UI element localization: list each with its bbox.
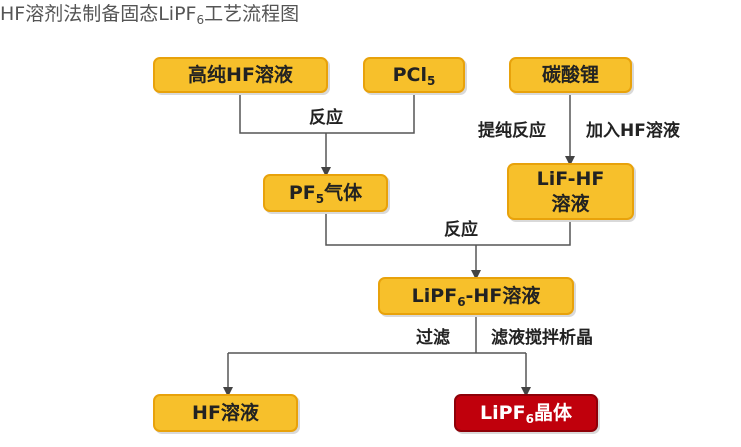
edge-label-add-hf: 加入HF溶液	[586, 121, 680, 141]
edge-label-crystallize: 滤液搅拌析晶	[491, 328, 593, 348]
node-lithium-carbonate: 碳酸锂	[509, 57, 632, 93]
node-high-purity-hf-label: 高纯HF溶液	[188, 63, 293, 86]
node-pf5-gas: PF5气体	[263, 174, 388, 212]
node-lipf6-crystal-label: LiPF6晶体	[480, 401, 572, 426]
node-lipf6-hf-label: LiPF6-HF溶液	[411, 284, 541, 309]
node-lif-hf-line1: LiF-HF	[536, 167, 605, 190]
node-high-purity-hf: 高纯HF溶液	[153, 57, 328, 93]
page-title: HF溶剂法制备固态LiPF6工艺流程图	[0, 3, 300, 27]
edge-label-filter: 过滤	[416, 328, 450, 348]
node-pcl5-label: PCl5	[392, 63, 436, 88]
node-hf-solution: HF溶液	[153, 394, 298, 432]
edge-label-purify-reaction: 提纯反应	[478, 121, 546, 141]
node-lif-hf-line2: 溶液	[551, 192, 590, 215]
node-pf5-gas-label: PF5气体	[288, 181, 363, 206]
node-lipf6-hf-solution: LiPF6-HF溶液	[378, 277, 574, 315]
node-lipf6-crystal: LiPF6晶体	[454, 394, 598, 432]
node-hf-solution-label: HF溶液	[192, 401, 259, 424]
node-pcl5: PCl5	[363, 57, 465, 93]
edge-label-reaction-2: 反应	[444, 220, 478, 240]
node-lif-hf-solution: LiF-HF 溶液	[507, 163, 634, 220]
edge-label-reaction-1: 反应	[309, 108, 343, 128]
node-lithium-carbonate-label: 碳酸锂	[541, 63, 599, 86]
